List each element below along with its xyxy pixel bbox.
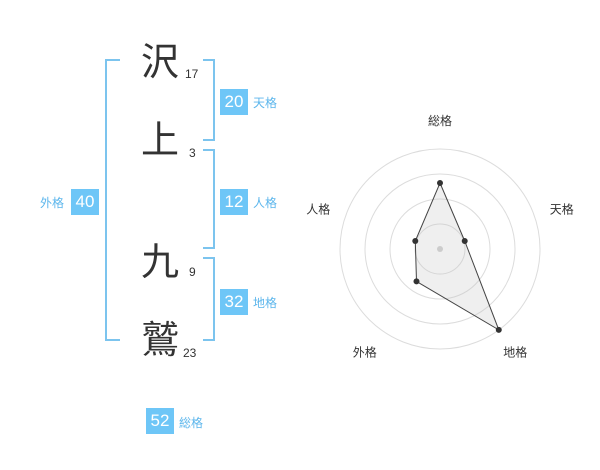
gaikaku-badge: 40 bbox=[71, 189, 99, 215]
stroke-count-4: 23 bbox=[183, 346, 197, 360]
radar-point-3 bbox=[495, 326, 502, 333]
radar-ring bbox=[364, 173, 516, 325]
gaikaku-bracket bbox=[105, 59, 120, 341]
radar-center bbox=[437, 246, 443, 252]
stroke-count-3: 9 bbox=[189, 265, 196, 279]
jinkaku-label: 人格 bbox=[253, 196, 278, 210]
gaikaku-label: 外格 bbox=[40, 196, 65, 210]
stroke-count-1: 17 bbox=[185, 67, 199, 81]
tenkaku-label: 天格 bbox=[253, 96, 278, 110]
radar-axis-label-1: 総格 bbox=[428, 113, 452, 128]
chikaku-badge: 32 bbox=[220, 289, 248, 315]
jinkaku-bracket bbox=[203, 149, 215, 249]
jinkaku-badge: 12 bbox=[220, 189, 248, 215]
radar-ring bbox=[389, 198, 491, 300]
radar-point-4 bbox=[413, 278, 420, 285]
tenkaku-badge: 20 bbox=[220, 89, 248, 115]
radar-axis-label-5: 人格 bbox=[306, 201, 330, 216]
name-char-2: 上 bbox=[141, 118, 180, 162]
name-char-3: 九 bbox=[141, 240, 180, 284]
name-char-1: 沢 bbox=[141, 40, 180, 84]
radar-point-2 bbox=[461, 237, 468, 244]
radar-axis-label-2: 天格 bbox=[550, 201, 574, 216]
radar-point-5 bbox=[412, 237, 419, 244]
soukaku-badge: 52 bbox=[146, 408, 174, 434]
radar-point-1 bbox=[437, 180, 443, 186]
name-char-4: 鷲 bbox=[141, 318, 180, 362]
stroke-count-2: 3 bbox=[189, 146, 196, 160]
radar-ring bbox=[414, 223, 466, 275]
chikaku-bracket bbox=[203, 257, 215, 341]
radar-axis-label-4: 外格 bbox=[353, 345, 377, 360]
radar-axis-label-3: 地格 bbox=[503, 345, 527, 360]
chikaku-label: 地格 bbox=[253, 296, 278, 310]
radar-ring bbox=[339, 148, 541, 350]
tenkaku-bracket bbox=[203, 59, 215, 141]
radar-area bbox=[414, 181, 500, 332]
soukaku-label: 総格 bbox=[179, 416, 204, 430]
